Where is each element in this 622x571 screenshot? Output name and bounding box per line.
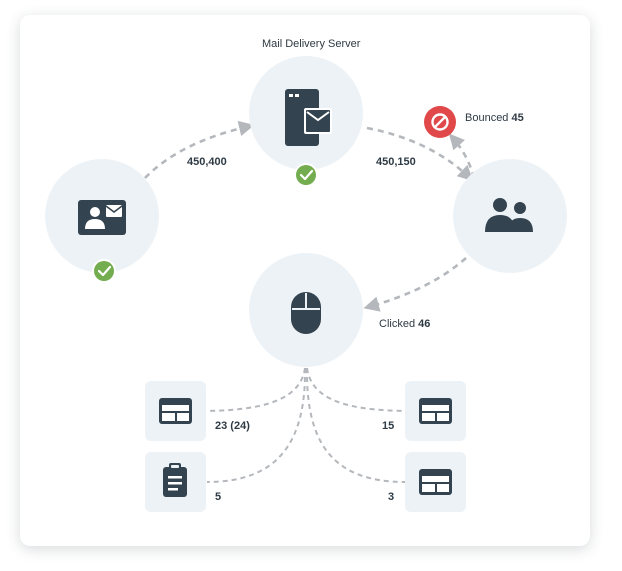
mail-server-icon — [285, 89, 332, 146]
layout-icon-bottom-right — [419, 469, 452, 495]
edge-recipients-to-click — [363, 257, 467, 312]
branch-top-right — [306, 367, 406, 412]
bounced-label: Bounced 45 — [465, 112, 524, 124]
users-icon — [485, 198, 533, 232]
clicked-label: Clicked 46 — [379, 318, 431, 330]
layout-icon-top-left — [159, 398, 192, 424]
link-count-top-right: 15 — [382, 420, 395, 432]
edge-sender-to-server — [144, 120, 255, 179]
edge-label-server-to-recipients: 450,150 — [376, 156, 416, 168]
link-count-top-left: 23 (24) — [215, 420, 250, 432]
branch-top-left — [206, 367, 306, 412]
edge-label-sender-to-server: 450,400 — [187, 156, 227, 168]
edge-bounced — [448, 133, 476, 179]
clipboard-icon — [163, 463, 187, 497]
blocked-icon — [424, 106, 456, 138]
layout-icon-top-right — [419, 398, 452, 424]
link-count-bottom-left: 5 — [215, 491, 222, 503]
diagram-title: Mail Delivery Server — [262, 38, 361, 50]
mouse-icon — [291, 292, 321, 334]
link-count-bottom-right: 3 — [388, 491, 395, 503]
contact-card-icon — [78, 200, 126, 235]
recipients-node — [453, 159, 567, 273]
server-check-icon — [294, 163, 318, 187]
sender-check-icon — [92, 259, 116, 283]
edge-server-to-recipients — [366, 126, 474, 182]
